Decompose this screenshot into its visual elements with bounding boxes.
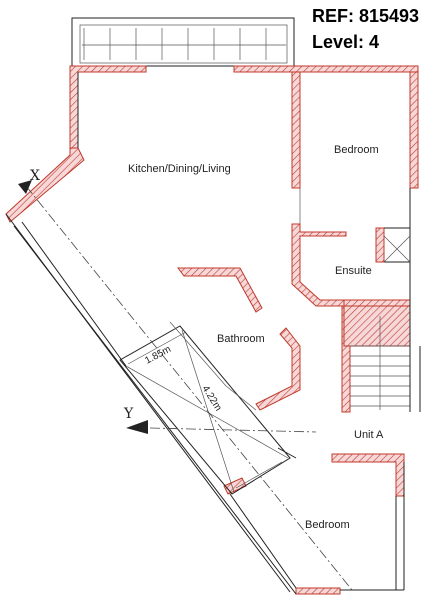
room-bedroom-top: Bedroom <box>334 144 379 156</box>
room-labels: Kitchen/Dining/Living Bedroom Ensuite Ba… <box>128 144 384 531</box>
balcony <box>71 17 295 67</box>
section-y-arrow <box>126 420 148 434</box>
room-bedroom-bottom: Bedroom <box>305 519 350 531</box>
dimension-diagonal: 4.22m <box>199 384 223 413</box>
room-ensuite: Ensuite <box>335 265 372 277</box>
room-kitchen-dining-living: Kitchen/Dining/Living <box>128 163 231 175</box>
section-x-arrow <box>18 180 32 194</box>
room-unit-a: Unit A <box>354 429 384 441</box>
room-bathroom: Bathroom <box>217 333 265 345</box>
section-y-label: Y <box>123 406 134 422</box>
section-x-label: X <box>30 168 40 184</box>
section-markers: X Y <box>18 168 148 434</box>
level-indicator: Level: 4 <box>312 32 380 52</box>
reference-number: REF: 815493 <box>312 6 420 26</box>
interior-lines <box>5 72 421 595</box>
